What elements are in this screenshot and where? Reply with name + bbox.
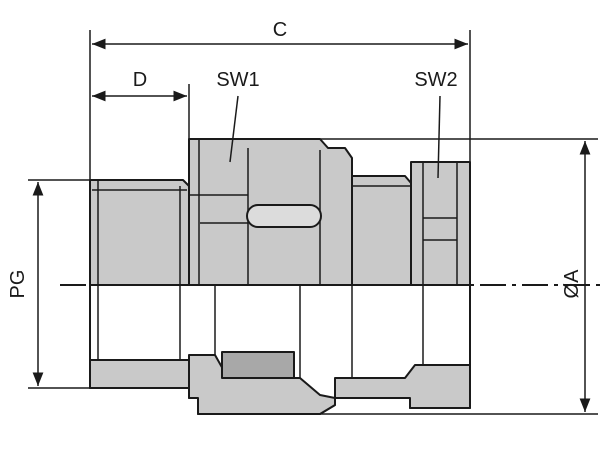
slot-feature: [246, 204, 322, 228]
leader-sw2: [437, 95, 441, 179]
label-sw1: SW1: [216, 69, 259, 91]
dimension-pg: [28, 179, 90, 389]
label-oa: ØA: [561, 269, 583, 299]
dimension-c: [89, 30, 471, 180]
seal-insert: [221, 351, 295, 379]
upper-outer-view: [89, 138, 471, 286]
lower-section-view: [89, 284, 471, 415]
label-c: C: [273, 19, 287, 41]
label-d: D: [133, 69, 147, 91]
sw2-section-wall: [334, 364, 471, 409]
sleeve-section: [351, 175, 412, 286]
sw2-hex-nut: [410, 161, 471, 286]
dimension-d: [92, 84, 190, 139]
leader-sw1: [229, 95, 239, 163]
label-pg: PG: [7, 270, 29, 299]
pg-thread-wall: [89, 359, 190, 389]
pg-thread-section: [89, 179, 190, 286]
label-sw2: SW2: [414, 69, 457, 91]
dimension-oa: [320, 138, 598, 415]
